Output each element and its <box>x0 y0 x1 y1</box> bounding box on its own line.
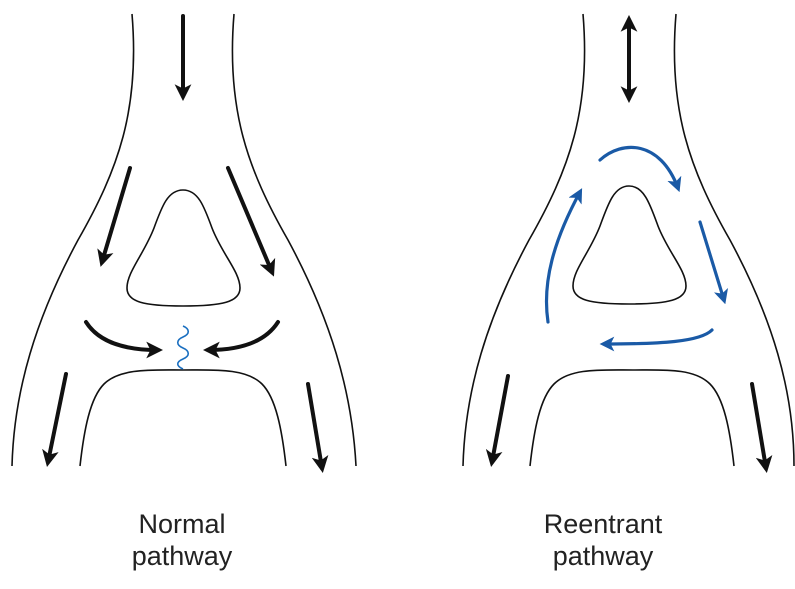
reentrant-pathway-panel <box>463 14 794 468</box>
reentrant-pathway-caption: Reentrant pathway <box>483 508 723 572</box>
normal-converge-left-arrow <box>86 322 158 350</box>
reentrant-outer-left-wall <box>463 14 585 466</box>
normal-lower-branch <box>80 370 286 466</box>
normal-left-branch-arrow <box>102 168 130 262</box>
normal-pathway-caption: Normal pathway <box>62 508 302 572</box>
reentry-circuit-left-arrow <box>546 192 580 322</box>
normal-central-island <box>127 190 240 306</box>
reentry-circuit-right-arrow <box>700 222 724 300</box>
reentrant-caption-line2: pathway <box>483 540 723 572</box>
reentry-circuit-bottom-arrow <box>604 330 712 344</box>
normal-exit-left-arrow <box>48 374 66 462</box>
normal-right-branch-arrow <box>228 168 272 272</box>
normal-caption-line2: pathway <box>62 540 302 572</box>
reentrant-outer-right-wall <box>674 14 794 466</box>
normal-pathway-panel <box>12 14 356 468</box>
normal-exit-right-arrow <box>308 384 322 468</box>
normal-caption-line1: Normal <box>62 508 302 540</box>
impulse-collision-wave <box>178 326 189 369</box>
reentrant-lower-branch <box>530 370 734 466</box>
reentrant-exit-left-arrow <box>492 376 508 462</box>
reentrant-central-island <box>573 186 686 304</box>
reentrant-exit-right-arrow <box>752 384 766 468</box>
normal-converge-right-arrow <box>208 322 278 350</box>
reentrant-caption-line1: Reentrant <box>483 508 723 540</box>
normal-outer-left-wall <box>12 14 134 466</box>
normal-outer-right-wall <box>232 14 356 466</box>
reentry-circuit-top-arrow <box>600 147 678 188</box>
